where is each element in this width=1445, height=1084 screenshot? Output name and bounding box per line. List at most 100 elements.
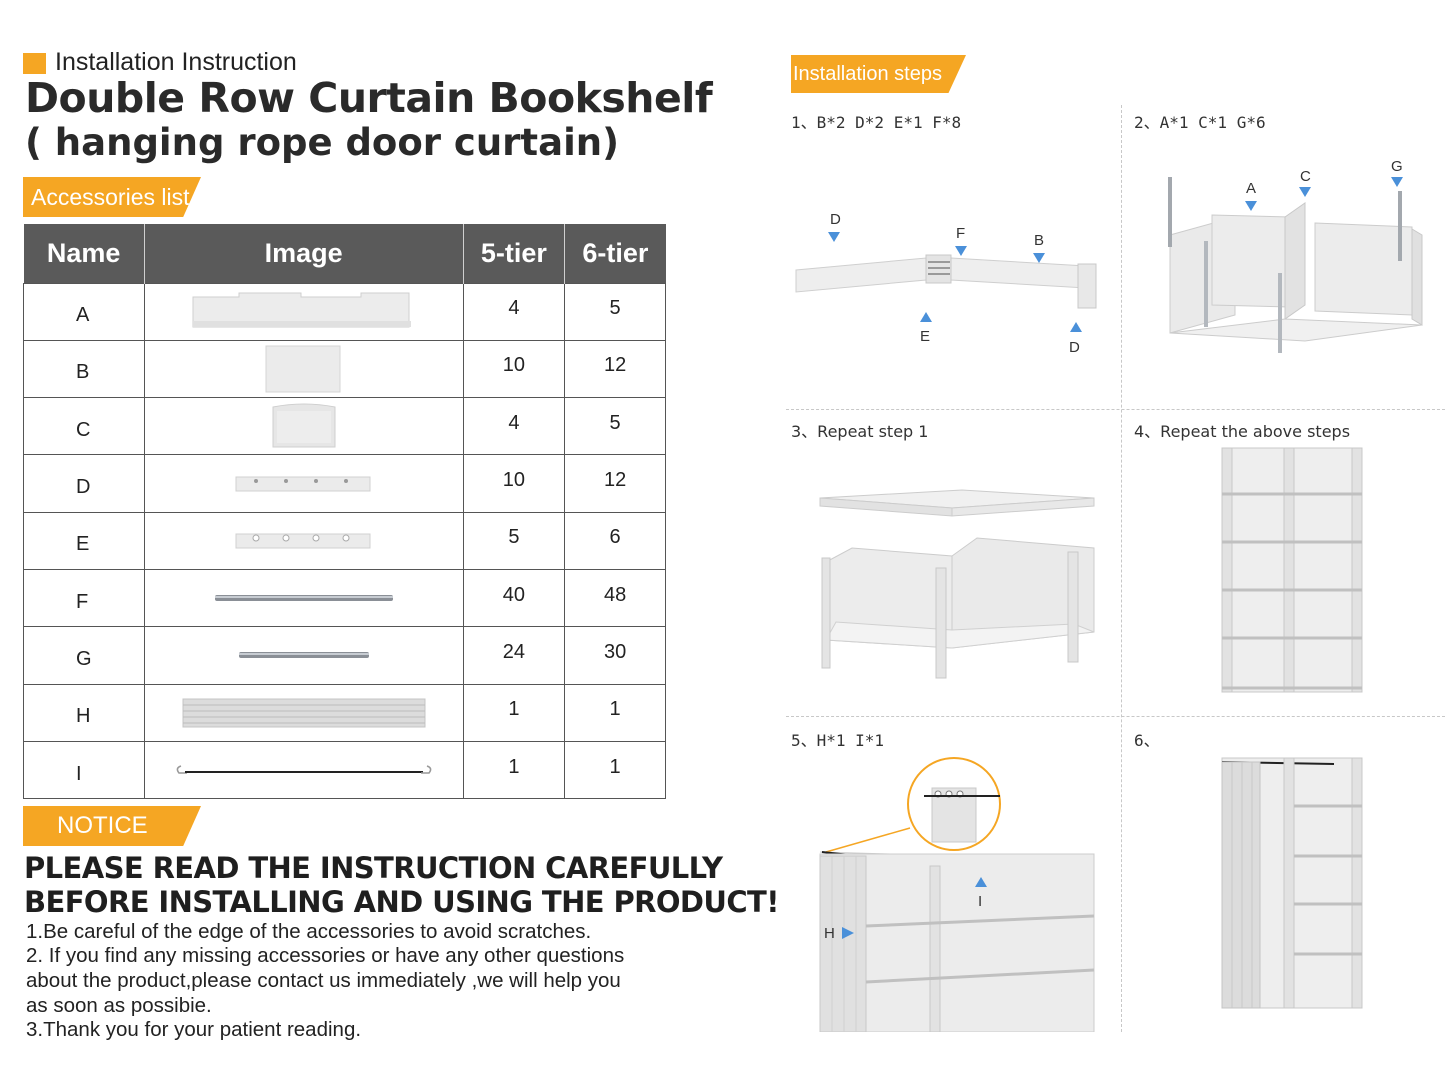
part-name: G xyxy=(23,626,145,685)
callout-e: E xyxy=(920,312,932,345)
qty-6-tier: 30 xyxy=(564,626,666,685)
part-name: H xyxy=(23,683,145,742)
accessories-table: Name Image 5-tier 6-tier A 4 5 B 10 12 C xyxy=(23,224,666,800)
qty-5-tier: 4 xyxy=(462,282,566,341)
arrow-down-icon xyxy=(1245,201,1257,211)
accessories-list-tag: Accessories list xyxy=(23,177,201,217)
qty-6-tier: 6 xyxy=(564,511,666,570)
part-image-d xyxy=(143,454,464,513)
step-3-label: 3、Repeat step 1 xyxy=(791,422,929,441)
qty-5-tier: 5 xyxy=(462,511,566,570)
table-row: F 40 48 xyxy=(23,568,666,628)
arrow-up-icon xyxy=(975,877,987,887)
callout-a: A xyxy=(1245,180,1257,211)
step-4-label: 4、Repeat the above steps xyxy=(1134,422,1351,441)
step-1-label: 1、B*2 D*2 E*1 F*8 xyxy=(791,113,962,132)
notice-line: as soon as possibie. xyxy=(26,994,212,1017)
arrow-right-icon xyxy=(842,927,854,939)
step-6-illustration xyxy=(1221,757,1363,1009)
column-header-image: Image xyxy=(144,224,464,283)
part-name: C xyxy=(23,397,145,456)
qty-6-tier: 1 xyxy=(564,740,666,800)
column-header-name: Name xyxy=(23,224,145,283)
qty-6-tier: 12 xyxy=(564,339,666,399)
callout-label: I xyxy=(978,893,982,910)
table-row: A 4 5 xyxy=(23,282,666,341)
part-name: E xyxy=(23,511,145,570)
qty-6-tier: 5 xyxy=(564,282,666,341)
qty-6-tier: 12 xyxy=(564,454,666,513)
notice-tag-label: NOTICE xyxy=(57,812,148,839)
step-4-illustration xyxy=(1221,447,1363,693)
notice-line: 1.Be careful of the edge of the accessor… xyxy=(26,920,592,943)
table-row: H 1 1 xyxy=(23,683,666,742)
column-header-5-tier: 5-tier xyxy=(463,224,566,283)
table-header-row: Name Image 5-tier 6-tier xyxy=(23,224,666,283)
arrow-down-icon xyxy=(955,246,967,256)
table-row: I 1 1 xyxy=(23,740,666,800)
part-name: F xyxy=(23,568,145,628)
callout-label: D xyxy=(830,211,841,228)
qty-6-tier: 48 xyxy=(564,568,666,628)
qty-5-tier: 1 xyxy=(462,740,566,800)
callout-d2: D xyxy=(1069,322,1082,356)
step-6-label: 6、 xyxy=(1134,731,1160,750)
part-image-e xyxy=(143,511,464,570)
callout-g: G xyxy=(1391,158,1403,187)
part-name: A xyxy=(23,282,145,341)
table-row: C 4 5 xyxy=(23,397,666,456)
qty-6-tier: 5 xyxy=(564,397,666,456)
notice-tag: NOTICE xyxy=(23,806,201,846)
callout-i: I xyxy=(975,877,987,910)
arrow-down-icon xyxy=(1299,187,1311,197)
arrow-down-icon xyxy=(1391,177,1403,187)
part-image-b xyxy=(143,339,464,399)
grid-divider-vertical xyxy=(1121,105,1122,1032)
qty-5-tier: 4 xyxy=(462,397,566,456)
arrow-up-icon xyxy=(1070,322,1082,332)
qty-5-tier: 10 xyxy=(462,339,566,399)
column-header-6-tier: 6-tier xyxy=(564,224,666,283)
page-title-line2: ( hanging rope door curtain) xyxy=(25,121,620,164)
part-image-i xyxy=(143,740,464,800)
accessories-list-tag-label: Accessories list xyxy=(31,183,190,210)
step-5-label: 5、H*1 I*1 xyxy=(791,731,885,750)
part-image-c xyxy=(143,397,464,456)
table-row: G 24 30 xyxy=(23,626,666,685)
part-image-g xyxy=(143,626,464,685)
step-5-illustration: H I xyxy=(819,757,1095,1032)
callout-h: H xyxy=(824,925,854,942)
callout-label: G xyxy=(1391,158,1403,175)
grid-divider-horizontal xyxy=(786,716,1445,717)
table-row: E 5 6 xyxy=(23,511,666,570)
step-2-illustration: A C G xyxy=(1168,158,1423,353)
arrow-up-icon xyxy=(920,312,932,322)
installation-steps-tag-label: Installation steps xyxy=(793,62,942,85)
part-image-f xyxy=(143,568,464,628)
part-name: B xyxy=(23,339,145,399)
part-image-a xyxy=(143,282,464,341)
title-square-bullet xyxy=(23,53,46,74)
callout-label: F xyxy=(956,225,965,242)
callout-label: B xyxy=(1034,232,1044,249)
qty-5-tier: 1 xyxy=(462,683,566,742)
qty-5-tier: 40 xyxy=(462,568,566,628)
callout-f: F xyxy=(955,225,967,256)
part-image-h xyxy=(143,683,464,742)
callout-b: B xyxy=(1033,232,1045,263)
callout-label: E xyxy=(920,328,930,345)
callout-label: D xyxy=(1069,339,1080,356)
notice-line: 3.Thank you for your patient reading. xyxy=(26,1018,362,1041)
notice-heading-line2: BEFORE INSTALLING AND USING THE PRODUCT! xyxy=(24,885,779,919)
notice-heading: PLEASE READ THE INSTRUCTION CAREFULLY xyxy=(24,851,723,885)
qty-5-tier: 24 xyxy=(462,626,566,685)
notice-line: about the product,please contact us imme… xyxy=(26,969,621,992)
step-1-illustration: D F B E D xyxy=(795,211,1097,356)
callout-label: A xyxy=(1246,180,1256,197)
page-title: Double Row Curtain Bookshelf xyxy=(25,74,713,122)
arrow-down-icon xyxy=(828,232,840,242)
callout-label: H xyxy=(824,925,835,942)
part-name: I xyxy=(23,740,145,800)
arrow-down-icon xyxy=(1033,253,1045,263)
step-3-illustration xyxy=(819,489,1095,679)
